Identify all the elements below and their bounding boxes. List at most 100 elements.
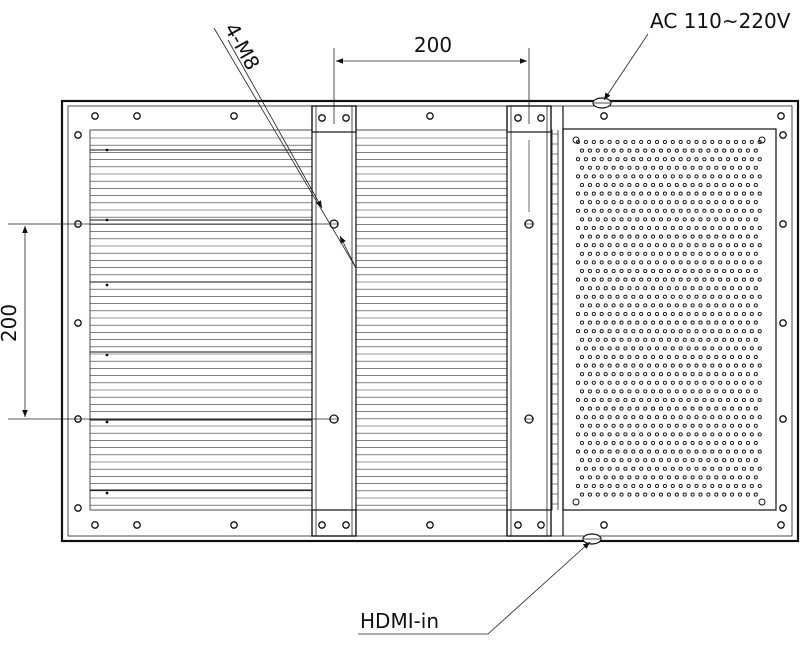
perforation-hole: [726, 139, 731, 145]
perforation-hole: [615, 157, 620, 162]
perforation-hole: [627, 406, 632, 411]
perforation-hole: [631, 449, 636, 454]
perforation-hole: [662, 225, 667, 231]
perforation-hole: [706, 217, 711, 222]
perforation-hole: [749, 139, 754, 145]
perforation-hole: [730, 337, 735, 342]
perforation-hole: [718, 191, 723, 196]
perforation-hole: [635, 234, 640, 239]
perforation-hole: [706, 268, 711, 274]
perforation-hole: [710, 260, 715, 265]
perforation-hole: [595, 200, 600, 205]
perforation-hole: [710, 363, 715, 368]
perforation-hole: [737, 372, 743, 377]
perforation-hole: [575, 380, 581, 385]
perforation-hole: [757, 191, 762, 196]
perforation-hole: [690, 372, 695, 377]
perforation-hole: [662, 346, 667, 351]
perforated-panel: [562, 128, 777, 511]
fin-marker: [105, 353, 109, 357]
perforation-hole: [718, 277, 723, 282]
perforation-hole: [623, 191, 628, 196]
perforation-hole: [666, 182, 671, 188]
perforation-hole: [706, 423, 711, 428]
perforation-hole: [678, 380, 683, 385]
perforation-hole: [603, 354, 608, 360]
perforation-hole: [651, 182, 656, 188]
perforation-hole: [686, 294, 691, 299]
perforation-hole: [722, 475, 727, 480]
perforation-hole: [757, 311, 762, 317]
perforation-hole: [595, 389, 600, 394]
perforation-hole: [686, 483, 691, 489]
perforation-hole: [737, 303, 743, 308]
perforation-hole: [595, 303, 600, 308]
perforation-hole: [607, 139, 612, 145]
perforation-hole: [599, 415, 604, 420]
perforation-hole: [595, 423, 600, 428]
perforation-hole: [678, 174, 683, 179]
perforation-hole: [583, 243, 588, 248]
perforation-hole: [686, 243, 691, 248]
perforation-hole: [603, 440, 608, 446]
perforation-hole: [583, 294, 588, 299]
perforation-hole: [686, 311, 691, 317]
perforation-hole: [670, 346, 675, 351]
perforation-hole: [757, 294, 762, 299]
perforation-hole: [670, 157, 675, 162]
perforation-hole: [639, 397, 644, 403]
perforation-hole: [587, 200, 592, 205]
perforation-hole: [694, 449, 699, 454]
perforation-hole: [623, 157, 628, 162]
perforation-hole: [619, 406, 624, 411]
perforation-hole: [757, 139, 762, 145]
perforation-hole: [643, 320, 648, 325]
perforation-hole: [591, 432, 596, 437]
perforation-hole: [706, 303, 711, 308]
perforation-hole: [694, 466, 699, 471]
perforation-hole: [619, 200, 624, 205]
perforation-hole: [757, 432, 762, 437]
perforation-hole: [753, 492, 758, 497]
perforation-hole: [678, 243, 683, 248]
perforation-hole: [682, 200, 687, 205]
perforation-hole: [674, 475, 679, 480]
perforation-hole: [737, 337, 743, 342]
perforation-hole: [730, 182, 735, 188]
perforation-hole: [591, 139, 596, 145]
perforation-hole: [710, 225, 715, 231]
frame-screw: [537, 521, 545, 529]
perforation-hole: [682, 165, 687, 170]
perforation-hole: [587, 337, 592, 342]
perforation-hole: [611, 303, 616, 308]
perforation-hole: [714, 268, 719, 274]
perforation-hole: [595, 217, 600, 222]
perforation-hole: [603, 475, 608, 480]
perforation-hole: [623, 294, 628, 299]
perforation-hole: [726, 466, 731, 471]
perforation-hole: [682, 475, 687, 480]
perforation-hole: [587, 406, 592, 411]
perforation-hole: [670, 415, 675, 420]
perforation-hole: [682, 286, 687, 291]
perforation-hole: [635, 354, 640, 360]
fin-marker: [105, 491, 109, 495]
perforation-hole: [607, 346, 612, 351]
perforation-hole: [745, 182, 750, 188]
perforation-hole: [639, 277, 644, 282]
perforation-hole: [710, 380, 715, 385]
perforation-hole: [718, 483, 723, 489]
perforation-hole: [757, 449, 762, 454]
perforation-hole: [726, 432, 731, 437]
perforation-hole: [686, 329, 691, 334]
perforation-hole: [651, 372, 656, 377]
perforation-hole: [745, 234, 750, 239]
perforation-hole: [627, 354, 632, 360]
perforation-hole: [666, 389, 671, 394]
perforation-hole: [737, 251, 743, 256]
perforation-hole: [599, 277, 604, 282]
perforation-hole: [647, 415, 652, 420]
perforation-hole: [698, 165, 703, 170]
perforation-hole: [595, 458, 600, 463]
fin-marker: [105, 420, 109, 424]
